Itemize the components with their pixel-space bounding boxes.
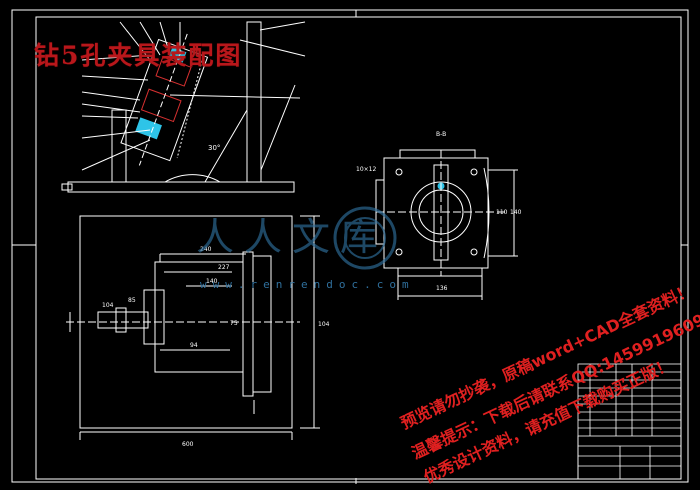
angle-label: 30° [208,144,220,152]
plan-shaft [97,311,149,329]
watermark-logo: 人人文库 [196,206,397,270]
section-label: B-B [436,131,446,138]
plan-view [66,215,320,440]
left-post [111,109,127,183]
tilted-fixture [120,33,209,166]
outer-border [11,9,689,483]
dim-label: 136 [436,285,448,292]
dim-label: 110 [496,209,508,216]
drawing-title-overlay: 钻5孔夹具装配图 [34,41,243,70]
section-labels: B-B 10×12 136 110 140 [356,131,522,292]
dim-label: 75 [230,320,238,327]
plan-dimension-labels: 240 227 140 85 104 94 75 600 104 [102,246,330,448]
diagonal-rib [204,109,248,183]
dim-label: 94 [190,342,198,349]
dim-label: 600 [182,441,194,448]
plan-column [252,255,272,393]
base-stub [61,183,73,191]
base-plate [67,181,295,193]
vertical-column [246,21,262,183]
watermark-logo-icon [333,206,397,270]
plan-body [154,261,244,373]
top-left-assembly-view [61,21,306,193]
dim-label: 240 [200,246,212,253]
dim-label: 227 [218,264,230,271]
title-block [577,363,682,480]
watermark-url: www.renrendoc.com [200,278,415,291]
dim-label: 140 [206,278,218,285]
dim-label: 104 [102,302,114,309]
dim-label: 104 [318,321,330,328]
dim-label: 140 [510,209,522,216]
dim-label: 10×12 [356,166,376,173]
dim-label: 85 [128,297,136,304]
watermark-logo-text: 人人文库 [196,215,388,259]
center-ticks [12,10,688,484]
angle-arc [164,174,221,183]
inner-border [35,16,682,480]
